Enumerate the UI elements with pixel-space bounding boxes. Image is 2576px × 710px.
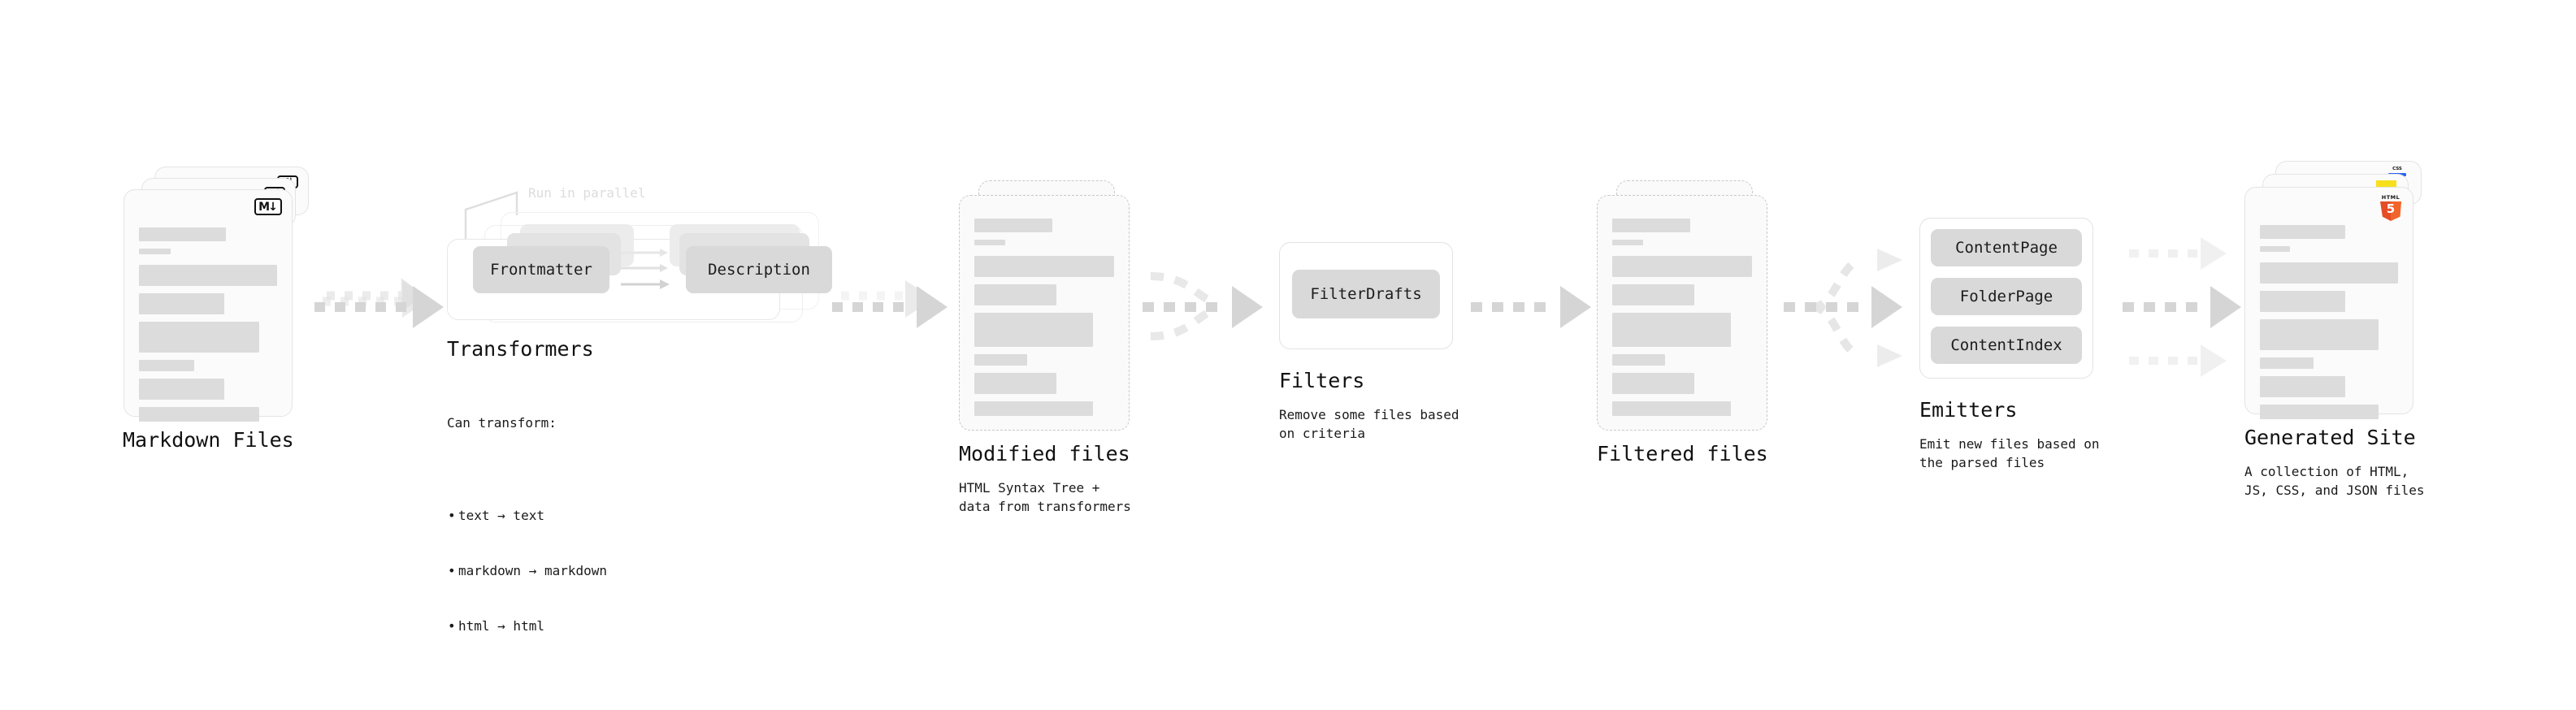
stage-subtitle-filters: Remove some files based on criteria xyxy=(1279,407,1459,441)
stage-modified-files: Modified files HTML Syntax Tree + data f… xyxy=(959,180,1162,514)
emitter-chip-contentindex[interactable]: ContentIndex xyxy=(1931,327,2082,364)
connector-filtered-to-emitters xyxy=(1784,249,1902,367)
transformer-chip-description[interactable]: Description xyxy=(686,246,832,293)
connector-filters-to-filtered xyxy=(1471,286,1591,328)
run-in-parallel-note: Run in parallel xyxy=(528,185,646,201)
stage-title-emitters: Emitters xyxy=(1919,398,2018,422)
stage-filtered-files: Filtered files xyxy=(1597,180,1800,465)
transformer-internal-arrows xyxy=(621,249,670,289)
transform-lead: Can transform: xyxy=(447,415,557,431)
stage-emitters: ContentPage FolderPage ContentIndex Emit… xyxy=(1919,218,2147,470)
pipeline-diagram: M↓ M↓ M↓ Markdown Files xyxy=(0,0,2576,681)
document-skeleton xyxy=(974,219,1114,423)
stage-subtitle-generated-site: A collection of HTML, JS, CSS, and JSON … xyxy=(2244,464,2425,498)
stage-title-markdown-files: Markdown Files xyxy=(123,428,294,452)
document-skeleton xyxy=(2260,225,2398,426)
stage-title-modified-files: Modified files xyxy=(959,442,1130,465)
stage-transformers: Run in parallel Frontmatter Description … xyxy=(447,183,871,636)
stage-title-filtered-files: Filtered files xyxy=(1597,442,1768,465)
stage-title-filters: Filters xyxy=(1279,369,1365,392)
filtered-file-front xyxy=(1597,195,1767,431)
transform-item: markdown → markdown xyxy=(448,562,607,581)
stage-subtitle-modified-files: HTML Syntax Tree + data from transformer… xyxy=(959,480,1131,514)
document-skeleton xyxy=(139,227,277,429)
filter-chip-filterdrafts[interactable]: FilterDrafts xyxy=(1292,270,1440,318)
stage-filters: FilterDrafts Filters Remove some files b… xyxy=(1279,242,1474,453)
stage-markdown-files: M↓ M↓ M↓ Markdown Files xyxy=(123,167,319,452)
markdown-file-front: M↓ xyxy=(124,189,293,422)
transformer-chip-frontmatter[interactable]: Frontmatter xyxy=(473,246,609,293)
html5-icon: HTML 5 xyxy=(2380,195,2401,221)
transform-list: text → text markdown → markdown html → h… xyxy=(447,470,607,673)
stage-generated-site: CSS HTML 5 xyxy=(2244,161,2456,498)
emitter-chip-contentpage[interactable]: ContentPage xyxy=(1931,229,2082,266)
markdown-icon: M↓ xyxy=(254,198,282,215)
transform-item: text → text xyxy=(448,507,607,526)
modified-file-front xyxy=(959,195,1130,431)
stage-title-transformers: Transformers xyxy=(447,337,594,361)
document-skeleton xyxy=(1612,219,1752,423)
stage-subtitle-emitters: Emit new files based on the parsed files xyxy=(1919,436,2100,470)
stage-title-generated-site: Generated Site xyxy=(2244,426,2416,449)
stage-subtitle-transformers: Can transform: text → text markdown → ma… xyxy=(447,378,607,710)
transform-item: html → html xyxy=(448,617,607,636)
emitter-chip-folderpage[interactable]: FolderPage xyxy=(1931,278,2082,315)
generated-file-front-html: HTML 5 xyxy=(2244,187,2413,419)
connector-md-to-transformers xyxy=(314,277,444,328)
